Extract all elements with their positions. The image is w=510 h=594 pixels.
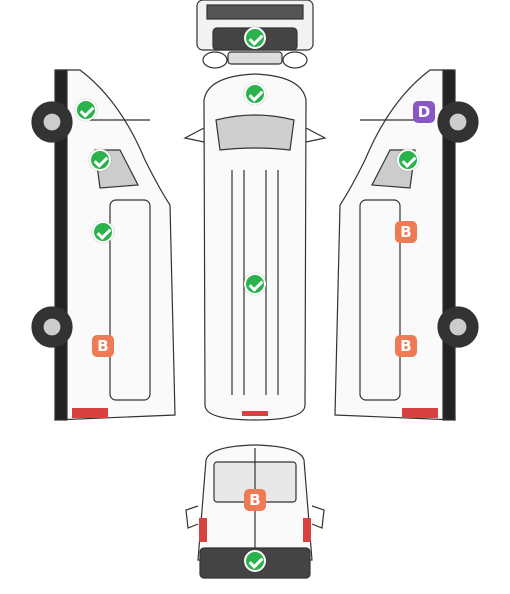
roof-check-icon bbox=[244, 273, 266, 295]
left-side-view bbox=[31, 69, 176, 421]
front-view bbox=[196, 0, 314, 69]
left-front-door-check-icon bbox=[89, 149, 111, 171]
left-mirror-check-icon bbox=[75, 99, 97, 121]
rear-doors-damage-badge: B bbox=[244, 489, 266, 511]
front-grille-check-icon bbox=[244, 27, 266, 49]
right-side-view bbox=[334, 69, 479, 421]
right-front-door-check-icon bbox=[397, 149, 419, 171]
rear-bumper-check-icon bbox=[244, 550, 266, 572]
right-rear-panel-damage-badge: B bbox=[395, 335, 417, 357]
right-front-fender-damage-badge: D bbox=[413, 101, 435, 123]
top-view bbox=[183, 73, 327, 421]
right-sliding-door-damage-badge: B bbox=[395, 221, 417, 243]
left-rear-panel-damage-badge: B bbox=[92, 335, 114, 357]
windshield-check-icon bbox=[244, 83, 266, 105]
left-middle-panel-check-icon bbox=[92, 221, 114, 243]
